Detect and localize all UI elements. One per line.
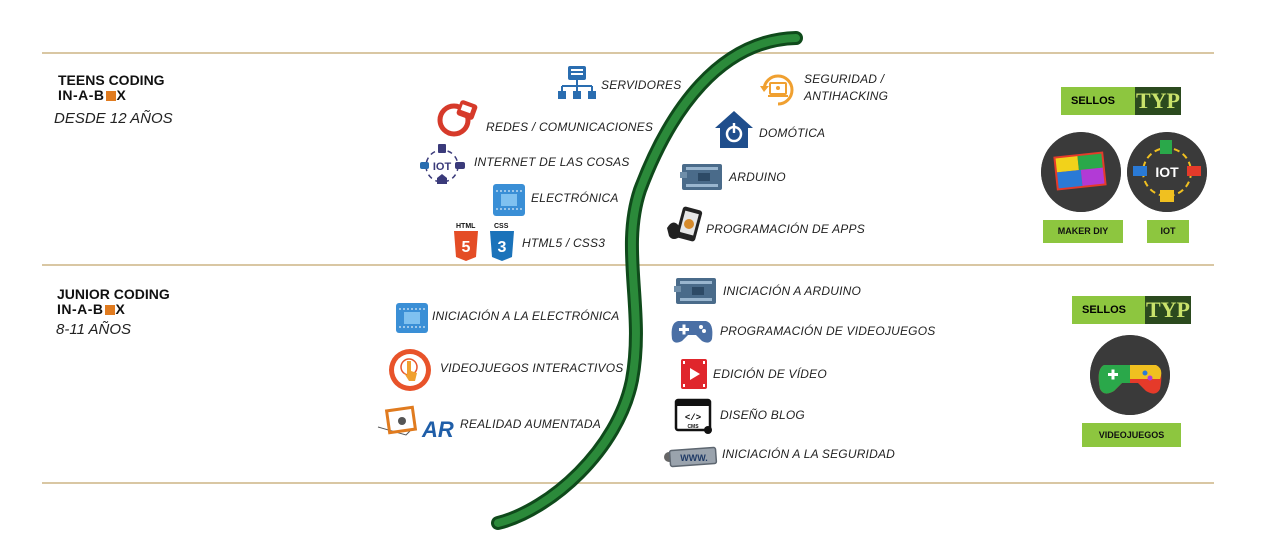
maker-diy-button[interactable]: MAKER DIY	[1043, 220, 1123, 243]
junior-age: 8-11 AÑOS	[56, 321, 132, 338]
ar-icon: AR	[377, 405, 454, 442]
security-laptop-icon	[760, 74, 794, 106]
iniciacion-arduino-label: INICIACIÓN A ARDUINO	[723, 284, 862, 298]
server-network-icon	[558, 66, 596, 99]
diseno-blog-label: DISEÑO BLOG	[720, 408, 805, 422]
www-key-icon: WWW.	[664, 446, 718, 468]
svg-text:CMS: CMS	[687, 424, 699, 430]
iniciacion-seguridad-label: INICIACIÓN A LA SEGURIDAD	[722, 447, 896, 461]
videojuegos-interactivos-label: VIDEOJUEGOS INTERACTIVOS	[440, 361, 624, 375]
teens-age: DESDE 12 AÑOS	[54, 110, 173, 127]
arduino-icon	[674, 278, 716, 304]
divider-bottom	[42, 482, 1214, 484]
redes-label: REDES / COMUNICACIONES	[486, 120, 654, 134]
sellos-junior-label: SELLOS	[1082, 304, 1127, 316]
typ-logo: TYP	[1135, 87, 1181, 115]
svg-text:5: 5	[462, 239, 471, 256]
box-logo-icon	[104, 305, 115, 315]
svg-text:</>: </>	[685, 413, 701, 423]
svg-text:HTML: HTML	[456, 223, 476, 230]
iot-badge-icon: IOT	[1127, 132, 1207, 212]
typ-logo: TYP	[1145, 296, 1191, 324]
seguridad-label: SEGURIDAD /	[804, 72, 885, 86]
teens-brand-line1: TEENS CODING	[58, 72, 165, 88]
svg-text:3: 3	[498, 239, 507, 256]
gamepad-icon	[671, 321, 713, 343]
sellos-teens-label: SELLOS	[1071, 95, 1116, 107]
iot-button[interactable]: IOT	[1147, 220, 1189, 243]
svg-text:WWW.: WWW.	[680, 453, 708, 463]
iot-icon: IOT	[420, 144, 465, 184]
antihacking-label: ANTIHACKING	[804, 89, 889, 103]
arduino-label: ARDUINO	[729, 170, 786, 184]
html5-css3-icon: HTML 5 CSS 3	[454, 223, 514, 261]
divider-top	[42, 52, 1214, 54]
box-logo-icon	[105, 91, 116, 101]
svg-text:IOT: IOT	[433, 161, 452, 173]
videojuegos-button[interactable]: VIDEOJUEGOS	[1082, 423, 1181, 447]
s-curve	[491, 31, 803, 530]
servidores-label: SERVIDORES	[601, 78, 682, 92]
circuit-board-icon	[493, 184, 525, 216]
mobile-app-icon	[667, 206, 703, 242]
svg-text:IOT: IOT	[1155, 164, 1179, 180]
apps-label: PROGRAMACIÓN DE APPS	[706, 222, 865, 236]
arduino-icon	[680, 164, 722, 190]
realidad-aumentada-label: REALIDAD AUMENTADA	[460, 417, 601, 431]
edicion-video-label: EDICIÓN DE VÍDEO	[713, 367, 827, 381]
junior-brand-line1: JUNIOR CODING	[57, 286, 170, 302]
domotica-label: DOMÓTICA	[759, 126, 826, 140]
touch-icon	[389, 349, 431, 391]
svg-text:CSS: CSS	[494, 223, 509, 230]
electronica-label: ELECTRÓNICA	[531, 191, 619, 205]
videojuegos-badge-icon	[1090, 335, 1170, 415]
smart-home-icon	[715, 111, 753, 148]
video-play-icon	[681, 359, 707, 389]
network-plug-icon	[437, 100, 478, 137]
iniciacion-electronica-label: INICIACIÓN A LA ELECTRÓNICA	[432, 309, 620, 323]
sellos-teens-banner: SELLOS TYP	[1061, 87, 1181, 115]
svg-text:AR: AR	[421, 417, 454, 442]
programacion-videojuegos-label: PROGRAMACIÓN DE VIDEOJUEGOS	[720, 324, 936, 338]
iot-label: INTERNET DE LAS COSAS	[474, 155, 630, 169]
circuit-board-icon	[396, 303, 428, 333]
html-css-label: HTML5 / CSS3	[522, 236, 606, 250]
cms-icon: </> CMS	[674, 398, 712, 434]
sellos-junior-banner: SELLOS TYP	[1072, 296, 1191, 324]
maker-diy-badge-icon	[1041, 132, 1121, 212]
